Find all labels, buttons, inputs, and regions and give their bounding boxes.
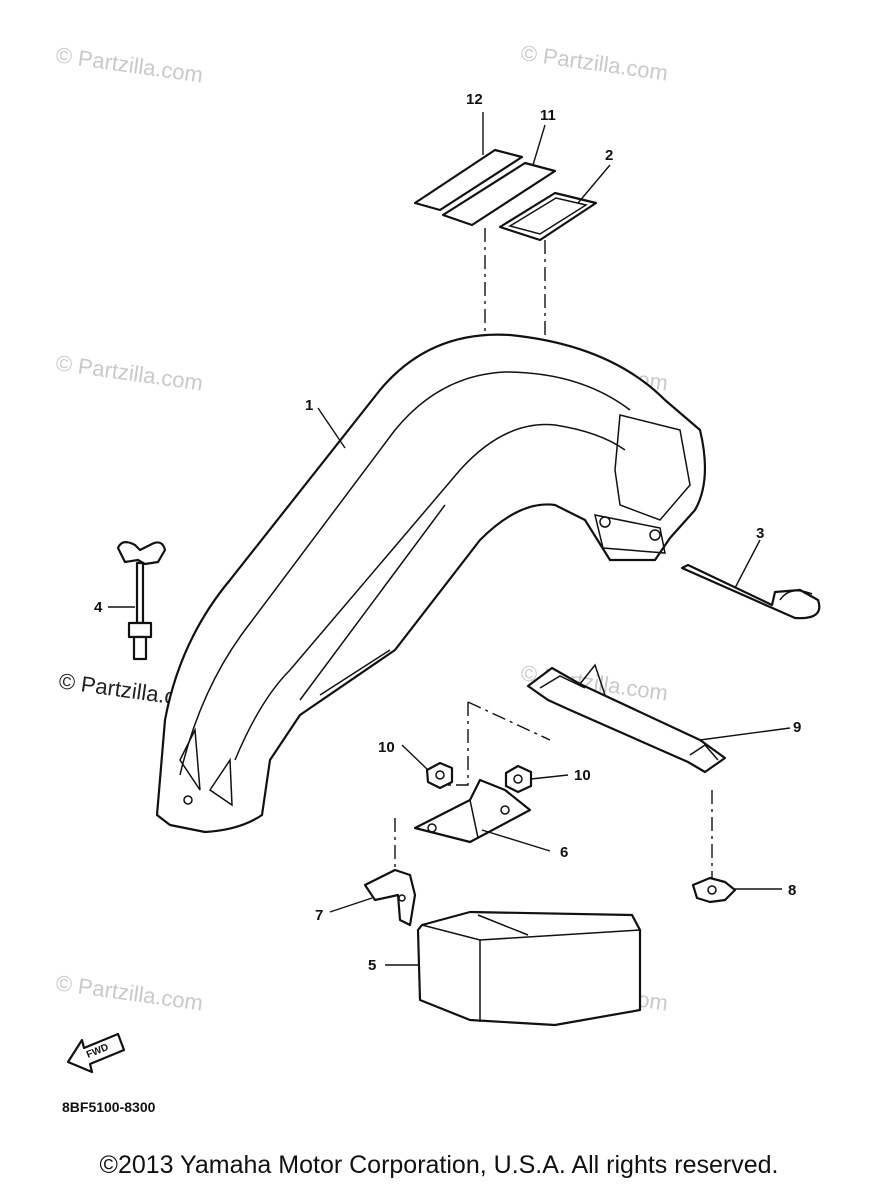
callout-10-b: 10 [574, 767, 591, 784]
callout-7: 7 [315, 907, 323, 924]
callout-5: 5 [368, 957, 376, 974]
nut-b[interactable] [504, 764, 533, 794]
bracket[interactable] [413, 778, 532, 844]
band-clip[interactable] [691, 876, 737, 904]
callout-6: 6 [560, 844, 568, 861]
emblem-11[interactable] [441, 161, 557, 227]
callout-8: 8 [788, 882, 796, 899]
fwd-arrow-icon: FWD [66, 1032, 126, 1074]
watermark-2: © Partzilla.com [519, 40, 669, 85]
nut-a[interactable] [425, 761, 454, 790]
assembly-line-6 [448, 701, 551, 786]
cover-case[interactable] [416, 910, 642, 1027]
callout-4: 4 [94, 599, 103, 616]
band[interactable] [526, 663, 727, 774]
copyright-notice: ©2013 Yamaha Motor Corporation, U.S.A. A… [99, 1151, 779, 1179]
callout-10-a: 10 [378, 739, 395, 756]
rear-fender[interactable] [155, 333, 707, 834]
watermark-3: © Partzilla.com [54, 350, 204, 395]
callout-2: 2 [605, 147, 613, 164]
callout-1: 1 [305, 397, 313, 414]
diagram-code: 8BF5100-8300 [62, 1099, 156, 1115]
callout-3: 3 [756, 525, 764, 542]
watermark-7: © Partzilla.com [54, 970, 204, 1015]
callout-12: 12 [466, 91, 483, 108]
callout-11: 11 [540, 107, 556, 124]
emblem-12[interactable] [413, 148, 524, 212]
watermark-1: © Partzilla.com [54, 42, 204, 87]
emblem-2[interactable] [498, 191, 598, 242]
callout-9: 9 [793, 719, 801, 736]
clip[interactable] [363, 868, 417, 927]
rod[interactable] [680, 563, 821, 620]
wing-bolt[interactable] [116, 541, 167, 661]
